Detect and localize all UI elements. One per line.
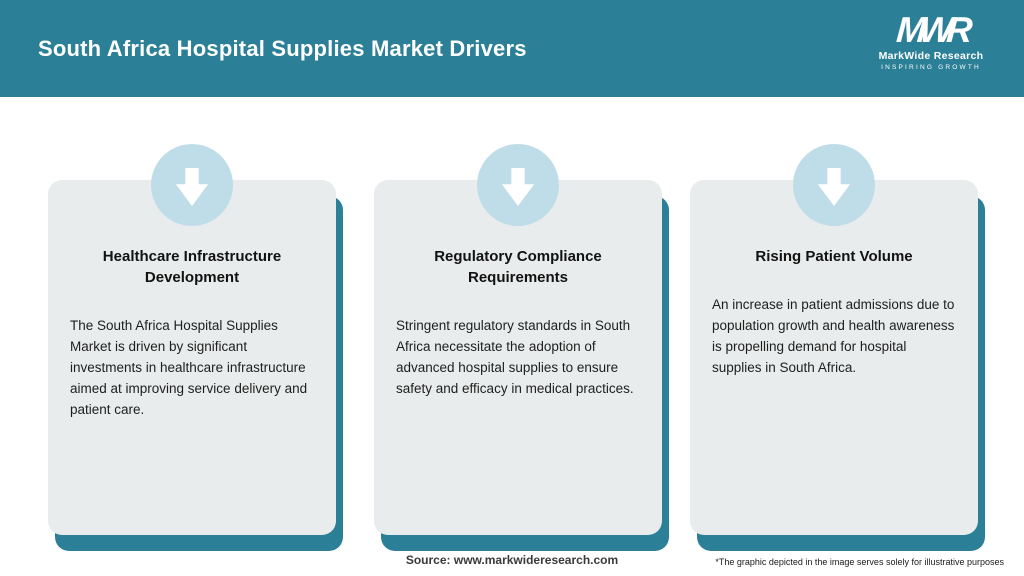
card-body-text: The South Africa Hospital Supplies Marke…	[70, 318, 308, 417]
card-title: Rising Patient Volume	[755, 248, 913, 265]
down-arrow-icon	[151, 144, 233, 226]
driver-card-regulatory-compliance: Regulatory Compliance Requirements Strin…	[374, 144, 669, 551]
logo-monogram: MWR	[895, 9, 967, 50]
card-title: Regulatory Compliance Requirements	[434, 248, 602, 286]
driver-card-rising-patient-volume: Rising Patient Volume An increase in pat…	[690, 144, 985, 551]
logo-name: MarkWide Research	[878, 50, 984, 62]
card-title: Healthcare Infrastructure Development	[102, 248, 282, 286]
disclaimer-text: *The graphic depicted in the image serve…	[715, 557, 1004, 567]
card-body-text: An increase in patient admissions due to…	[712, 297, 955, 375]
logo-tagline: Inspiring Growth	[881, 64, 981, 71]
brand-logo: MWR MarkWide Research Inspiring Growth	[866, 9, 996, 71]
card-body-text: Stringent regulatory standards in South …	[396, 318, 634, 396]
down-arrow-icon	[793, 144, 875, 226]
source-text: Source: www.markwideresearch.com	[405, 553, 619, 567]
card-panel: Regulatory Compliance Requirements Strin…	[374, 144, 662, 535]
card-panel: Healthcare Infrastructure Development Th…	[48, 144, 336, 535]
header-bar: South Africa Hospital Supplies Market Dr…	[0, 0, 1024, 97]
page-title: South Africa Hospital Supplies Market Dr…	[38, 35, 527, 61]
driver-card-healthcare-infrastructure: Healthcare Infrastructure Development Th…	[48, 144, 343, 551]
down-arrow-icon	[477, 144, 559, 226]
card-panel: Rising Patient Volume An increase in pat…	[690, 144, 978, 535]
